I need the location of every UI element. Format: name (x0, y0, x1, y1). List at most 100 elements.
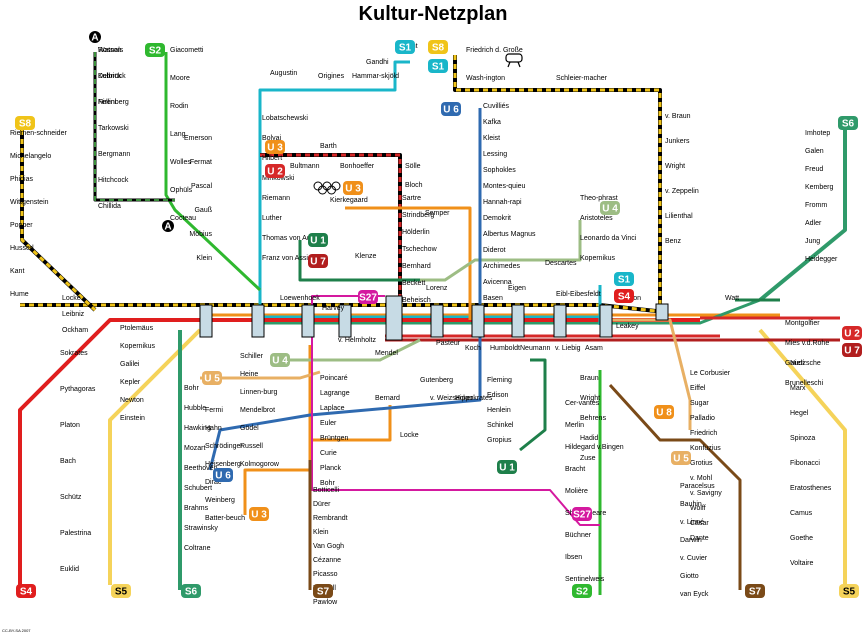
line-badge[interactable]: S8 (428, 40, 448, 54)
station[interactable]: Brunelleschi (785, 380, 824, 387)
station[interactable]: Kolmogorow (240, 461, 280, 468)
station[interactable]: Pascal (191, 183, 212, 190)
line-badge[interactable]: U 6 (441, 102, 461, 116)
station[interactable]: Euler (320, 420, 337, 427)
station[interactable]: Schubert (184, 485, 212, 492)
station[interactable]: Beheisch (402, 297, 431, 304)
line-badge[interactable]: U 5 (671, 451, 691, 465)
station[interactable]: Barth (320, 143, 337, 150)
station[interactable]: Montgolfier (785, 320, 820, 327)
station[interactable]: Pythagoras (60, 386, 96, 393)
station[interactable]: Beethoven (184, 465, 218, 472)
station[interactable]: Humboldt (490, 345, 520, 352)
line-badge[interactable]: U 2 (842, 326, 862, 340)
station[interactable]: Gaudí (785, 360, 804, 367)
station[interactable]: Lessing (483, 151, 507, 158)
station[interactable]: Loewenhoek (280, 295, 320, 302)
station[interactable]: Archimedes (483, 263, 520, 270)
station[interactable]: Lilienthal (665, 213, 693, 220)
station[interactable]: v. Helmholtz (338, 337, 376, 344)
station[interactable]: Lang (170, 131, 186, 138)
station[interactable]: Kemberg (805, 184, 834, 191)
station[interactable]: Kafka (483, 119, 501, 126)
station[interactable]: Locke (400, 432, 419, 439)
station[interactable]: Friedrich d. Große (466, 47, 523, 54)
station[interactable]: Einstein (120, 415, 145, 422)
station[interactable]: Mendelbrot (240, 407, 275, 414)
station[interactable]: Hitchcock (98, 177, 129, 184)
station[interactable]: Mendel (375, 350, 398, 357)
station[interactable]: Rosnals (98, 47, 124, 54)
station[interactable]: v. Savigny (690, 490, 722, 497)
station[interactable]: Picasso (313, 571, 338, 578)
station[interactable]: Wright (665, 163, 685, 170)
station[interactable]: Bohr (184, 385, 199, 392)
station[interactable]: Rodin (170, 103, 188, 110)
line-badge[interactable]: U 4 (600, 201, 620, 215)
station[interactable]: Le Corbusier (690, 370, 731, 377)
station[interactable]: Thomas von Aquin (262, 235, 320, 242)
station[interactable]: Hadid (580, 435, 598, 442)
station[interactable]: Theo-phrast (580, 195, 618, 202)
station[interactable]: Sokrates (60, 350, 88, 357)
station[interactable]: Giacometti (170, 47, 204, 54)
station[interactable]: Eiffel (690, 385, 706, 392)
station[interactable]: Bohr (320, 480, 335, 487)
station[interactable]: Leibniz (62, 311, 85, 318)
station[interactable]: Cocteau (170, 215, 196, 222)
station[interactable]: v. Zeppelin (665, 188, 699, 195)
line-badge[interactable]: U 3 (265, 140, 285, 154)
line-badge[interactable]: S1 (614, 272, 634, 286)
interchange-hub[interactable] (199, 304, 213, 338)
station[interactable]: Hölderlin (402, 229, 430, 236)
station[interactable]: Rembrandt (313, 515, 348, 522)
station[interactable]: Jung (805, 238, 820, 245)
station[interactable]: Kleist (483, 135, 500, 142)
station[interactable]: Schleier-macher (556, 75, 608, 82)
station[interactable]: Asam (585, 345, 603, 352)
station[interactable]: Husserl (10, 245, 34, 252)
station[interactable]: Mozart (184, 445, 205, 452)
station[interactable]: Fermi (205, 407, 223, 414)
station[interactable]: Ockham (62, 327, 88, 334)
station[interactable]: Braun (580, 375, 599, 382)
line-badge[interactable]: S6 (181, 584, 201, 598)
station[interactable]: Palladio (690, 415, 715, 422)
station[interactable]: Kant (10, 268, 24, 275)
station[interactable]: v. Braun (665, 113, 691, 120)
station[interactable]: Eratosthenes (790, 485, 832, 492)
station[interactable]: Cer-vantes (565, 400, 600, 407)
station[interactable]: Lorenz (426, 285, 448, 292)
station[interactable]: Fleming (487, 377, 512, 384)
station[interactable]: Freud (805, 166, 823, 173)
station[interactable]: Minkowski (262, 175, 295, 182)
station[interactable]: v. Linné (680, 519, 704, 526)
station[interactable]: Heidegger (805, 256, 838, 263)
station[interactable]: Aristoteles (580, 215, 613, 222)
line-badge[interactable]: U 1 (497, 460, 517, 474)
station[interactable]: Kopernikus (120, 343, 156, 350)
station[interactable]: Bach (60, 458, 76, 465)
station[interactable]: Hahn (205, 425, 222, 432)
station[interactable]: Strawinsky (184, 525, 218, 532)
station[interactable]: Leonardo da Vinci (580, 235, 637, 242)
station[interactable]: Gödel (240, 425, 259, 432)
station[interactable]: Wash-ington (466, 75, 505, 82)
line-badge[interactable]: U 3 (343, 181, 363, 195)
line-badge[interactable]: S27 (572, 507, 592, 521)
station[interactable]: Van Gogh (313, 543, 344, 550)
station[interactable]: Hubble (184, 405, 206, 412)
station[interactable]: Luther (262, 215, 283, 222)
station[interactable]: Delbrück (98, 73, 126, 80)
station[interactable]: Hawking (184, 425, 211, 432)
line-badge[interactable]: U 1 (308, 233, 328, 247)
station[interactable]: Ptolemäus (120, 325, 154, 332)
station[interactable]: Linnen-burg (240, 389, 277, 396)
station[interactable]: Planck (320, 465, 342, 472)
station[interactable]: Dante (690, 535, 709, 542)
station[interactable]: Konfuzius (690, 445, 721, 452)
station[interactable]: Fibonacci (790, 460, 820, 467)
station[interactable]: Kopernikus (580, 255, 616, 262)
station[interactable]: Fromm (805, 202, 827, 209)
station[interactable]: Bolyai (262, 135, 282, 142)
